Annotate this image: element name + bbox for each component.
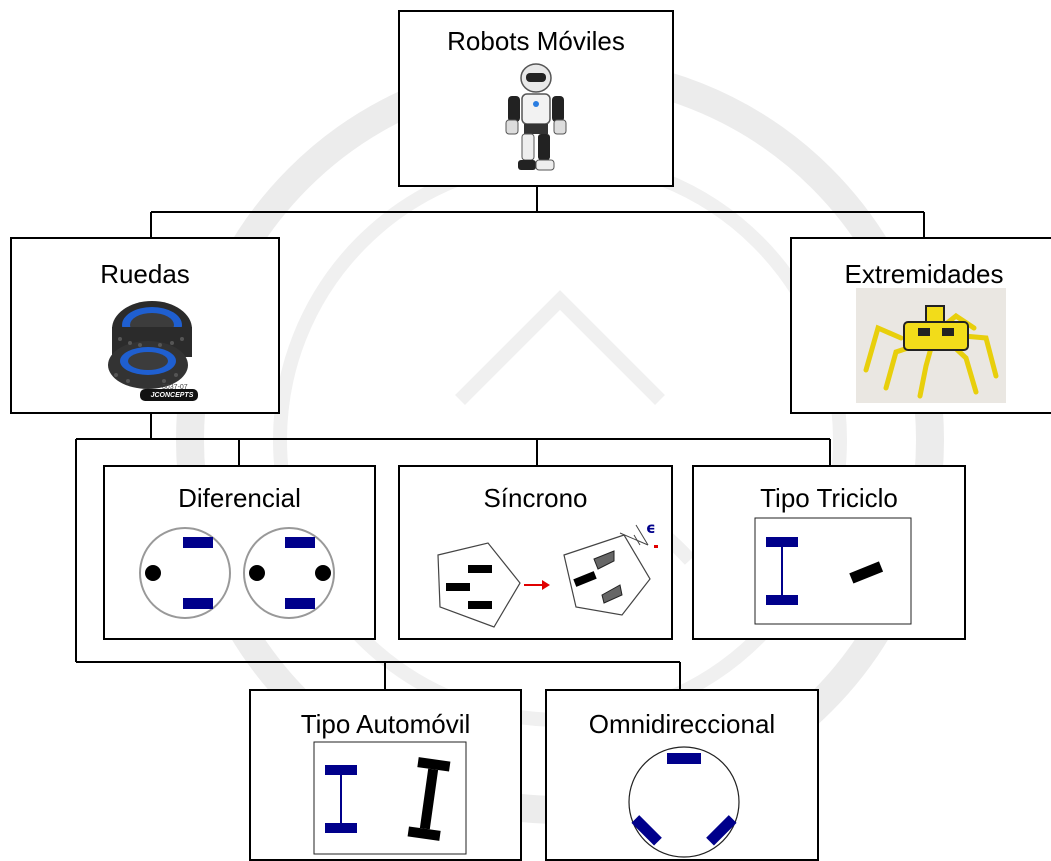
limbs-node: Extremidades (790, 237, 1051, 414)
automobile-node: Tipo Automóvil (249, 689, 522, 861)
wheels-node: Ruedas 3037-07 JCONCEPTS (10, 237, 280, 414)
tricycle-label: Tipo Triciclo (760, 483, 898, 513)
tire-part-number: 3037-07 (162, 384, 188, 391)
limbs-label: Extremidades (844, 259, 1004, 289)
automobile-drive-diagram (313, 741, 467, 855)
angle-annotation: ϵ (646, 519, 656, 537)
synchronous-label: Síncrono (483, 483, 588, 513)
wheels-label: Ruedas (100, 259, 190, 289)
synchronous-node: Síncrono ϵ (398, 465, 673, 640)
omnidirectional-label: Omnidireccional (588, 709, 776, 739)
differential-drive-diagram (139, 527, 335, 619)
hexapod-robot-image (856, 288, 1006, 403)
tricycle-node: Tipo Triciclo (692, 465, 966, 640)
omnidirectional-node: Omnidireccional (545, 689, 819, 861)
rubber-tires-image (108, 301, 198, 401)
tire-brand: JCONCEPTS (150, 392, 194, 399)
automobile-label: Tipo Automóvil (300, 709, 471, 739)
root-label: Robots Móviles (447, 26, 625, 56)
synchronous-drive-diagram (437, 524, 658, 628)
humanoid-robot-image (505, 63, 567, 171)
omnidirectional-drive-diagram (628, 746, 740, 858)
root-node: Robots Móviles (398, 10, 674, 187)
differential-label: Diferencial (178, 483, 301, 513)
differential-node: Diferencial (103, 465, 376, 640)
tricycle-drive-diagram (754, 517, 912, 625)
